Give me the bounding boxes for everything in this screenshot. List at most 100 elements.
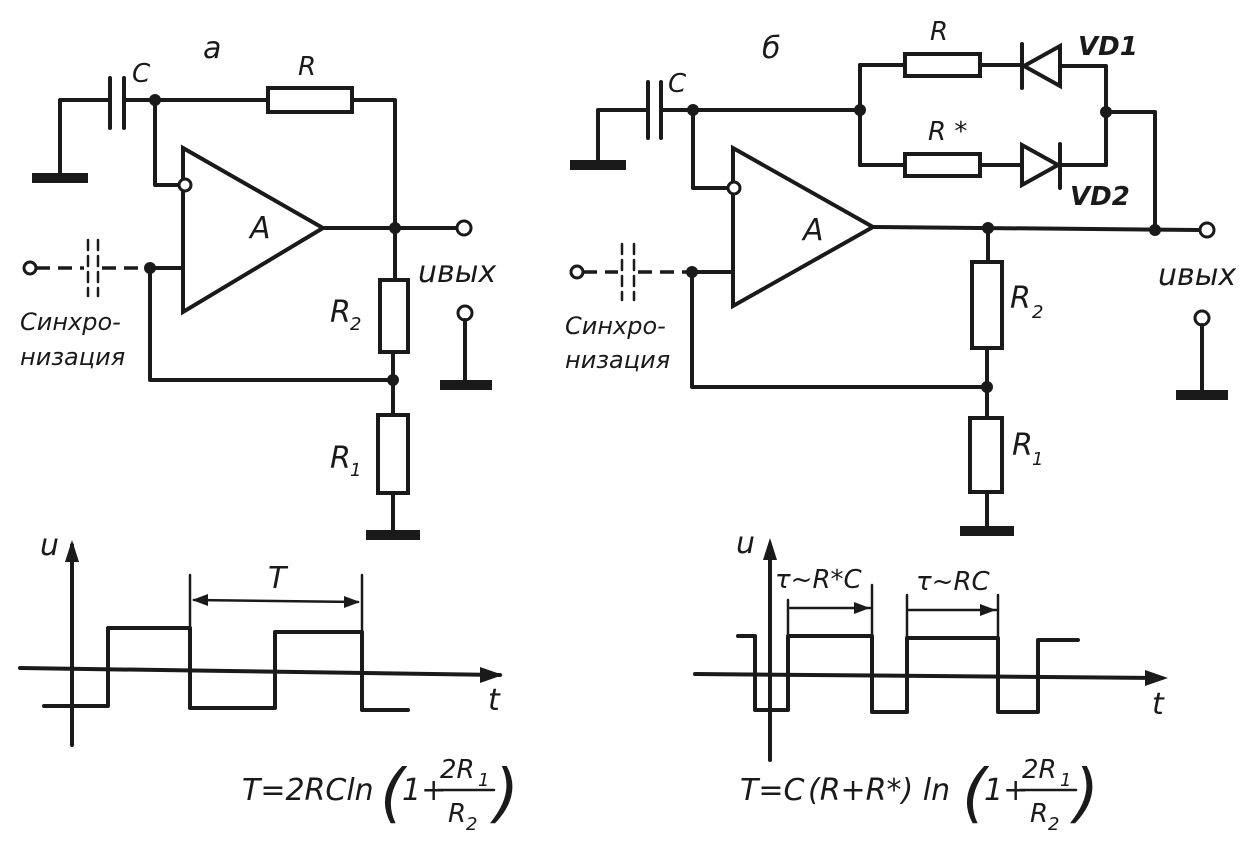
amp-label-a: A [248, 211, 271, 246]
output-terminal-a[interactable] [455, 219, 473, 237]
sync-label-line1-b: Синхро- [565, 312, 666, 340]
formula-b-lparen: ( [962, 757, 990, 831]
node-dot-b4 [982, 222, 994, 234]
r2-label-a: R [330, 295, 351, 330]
wave-x-axis-b [693, 672, 1164, 680]
circuit-b: б C R VD1 R * VD2 A [565, 17, 1236, 536]
resistor-r-a [266, 86, 354, 114]
formula-b-num-sub: 1 [1060, 770, 1071, 791]
resistor-r2-a [378, 278, 410, 354]
tau1-label: τ~R*C [775, 565, 863, 595]
wire-diodes-to-output-b [1104, 110, 1157, 232]
diode-vd1 [1019, 42, 1062, 90]
node-dot-a2 [389, 222, 401, 234]
formula-a-num: 2R [440, 755, 475, 785]
out-label-b: uвых [1158, 258, 1236, 293]
waveform-b: u t τ~R*C τ~RC [693, 526, 1168, 762]
tau2-label: τ~RC [916, 567, 991, 597]
node-dot-b6 [686, 266, 698, 278]
sync-terminal-b[interactable] [569, 264, 585, 280]
opamp-a [181, 144, 327, 316]
out-ground-terminal-b[interactable] [1193, 309, 1211, 327]
formula-b-lhs: T=C [740, 773, 804, 808]
wire-ground-to-cap-b [596, 108, 648, 167]
node-dot-a4 [387, 374, 399, 386]
cap-label-a: C [132, 59, 151, 89]
period-arrowhead-right-a [344, 596, 360, 608]
wave-x-arrow-a [480, 667, 503, 683]
formula-b: T=C (R+R*) ln ( 1+ 2R 1 R 2 ) [740, 755, 1099, 835]
node-dot-b1 [687, 104, 699, 116]
formula-a-num-sub: 1 [478, 770, 489, 791]
cap-label-b: C [668, 69, 687, 99]
wave-signal-a [42, 626, 410, 712]
node-dot-a1 [149, 94, 161, 106]
formula-b-rparen: ) [1070, 757, 1099, 831]
r1-label-a: R [330, 441, 351, 476]
node-dot-b2 [854, 104, 866, 116]
wave-t-label-a: t [488, 683, 501, 718]
r2-sub-a: 2 [350, 314, 361, 335]
wave-signal-b [736, 634, 1080, 714]
wave-y-arrow-a [65, 540, 79, 562]
node-dot-b5 [1149, 224, 1161, 236]
panel-label-b: б [762, 31, 781, 66]
node-dot-a3 [144, 262, 156, 274]
opamp-b [731, 144, 878, 310]
ground-out-b [1176, 390, 1228, 400]
wave-u-label-b: u [736, 526, 755, 561]
rstar-label-b: R * [928, 117, 967, 147]
wave-t-label-b: t [1152, 687, 1165, 722]
waveform-a: u t T [18, 528, 503, 747]
out-ground-terminal-a[interactable] [456, 304, 474, 322]
inv-input-circle-a [177, 177, 193, 193]
wire-inv-input-b [691, 108, 730, 190]
period-label-a: T [268, 561, 289, 596]
out-label-a: uвых [418, 255, 496, 290]
formula-b-den: R [1030, 799, 1048, 829]
formula-a-den: R [448, 799, 466, 829]
r2-label-b: R [1010, 281, 1031, 316]
output-terminal-b[interactable] [1198, 221, 1216, 239]
period-arrowhead-left-a [192, 594, 208, 606]
ground-out-a [440, 380, 492, 390]
vd2-label: VD2 [1070, 182, 1130, 212]
vd1-label: VD1 [1078, 32, 1138, 62]
formula-a-lparen: ( [380, 757, 408, 831]
resistor-rstar-b [903, 152, 982, 178]
wire-divider-feedback-b [690, 270, 989, 389]
wave-y-arrow-b [763, 538, 777, 560]
wire-output-b [871, 225, 1202, 232]
resistor-r1-a [376, 413, 410, 495]
formula-b-den-sub: 2 [1048, 814, 1059, 835]
resistor-r2-b [970, 260, 1004, 350]
r-label-b: R [930, 17, 948, 47]
wire-divider-feedback-a [148, 266, 395, 382]
tau2-arrowhead [980, 604, 996, 616]
circuit-a: а C R A R 2 R 1 [20, 31, 496, 540]
r2-sub-b: 2 [1032, 302, 1043, 323]
formula-b-mid: (R+R*) ln [808, 773, 950, 808]
diode-vd2 [1020, 141, 1063, 189]
period-arrow-a [192, 598, 360, 604]
sync-label-line2-a: низация [20, 343, 125, 371]
r1-sub-a: 1 [350, 460, 361, 481]
wave-u-label-a: u [40, 528, 59, 563]
formula-a-den-sub: 2 [466, 814, 477, 835]
wire-vd1-out-b [1058, 64, 1108, 167]
node-dot-b3 [1100, 106, 1112, 118]
r1-sub-b: 1 [1032, 449, 1043, 470]
wire-ground-to-cap-a [58, 98, 110, 180]
sync-label-line2-b: низация [565, 346, 670, 374]
tau1-arrowhead [854, 602, 870, 614]
wire-r-to-out-a [350, 98, 397, 230]
amp-label-b: A [801, 213, 824, 248]
node-dot-b7 [981, 381, 993, 393]
inv-input-circle-b [726, 180, 742, 196]
resistor-r1-b [968, 416, 1004, 494]
formula-b-num: 2R [1022, 755, 1057, 785]
wave-x-arrow-b [1145, 670, 1168, 686]
sync-terminal-a[interactable] [22, 260, 38, 276]
